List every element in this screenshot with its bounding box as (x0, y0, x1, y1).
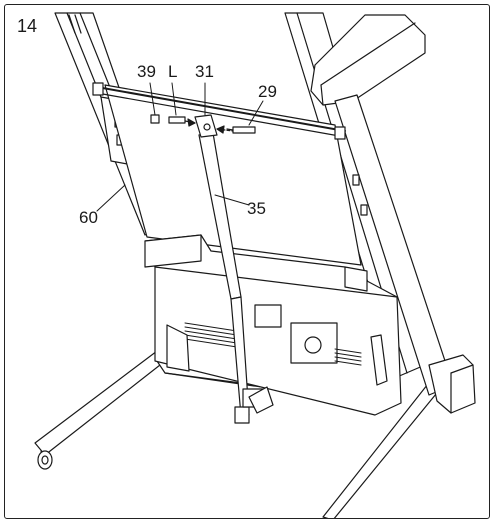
diagram-frame: 14 39 L 31 29 35 60 (4, 4, 490, 519)
nut-39 (150, 114, 160, 124)
right-upright (284, 12, 476, 414)
part-label-60: 60 (79, 208, 98, 227)
end-cap (428, 354, 476, 414)
leader-lines (96, 82, 264, 212)
strut-35 (198, 132, 274, 424)
bracket-31 (194, 114, 218, 138)
part-label-39: 39 (137, 62, 156, 81)
step-number: 14 (17, 16, 38, 36)
part-label-35: 35 (247, 199, 266, 218)
part-label-l: L (168, 62, 178, 81)
hardware (150, 114, 256, 134)
treadmill-assembly-drawing (34, 12, 476, 518)
bolt-29 (232, 126, 256, 134)
washer-l (168, 116, 186, 124)
part-label-31: 31 (195, 62, 214, 81)
handle (310, 14, 426, 106)
motor-hood (144, 234, 402, 416)
part-label-29: 29 (258, 82, 277, 101)
wheel (37, 450, 53, 470)
deck-underside (92, 82, 362, 266)
